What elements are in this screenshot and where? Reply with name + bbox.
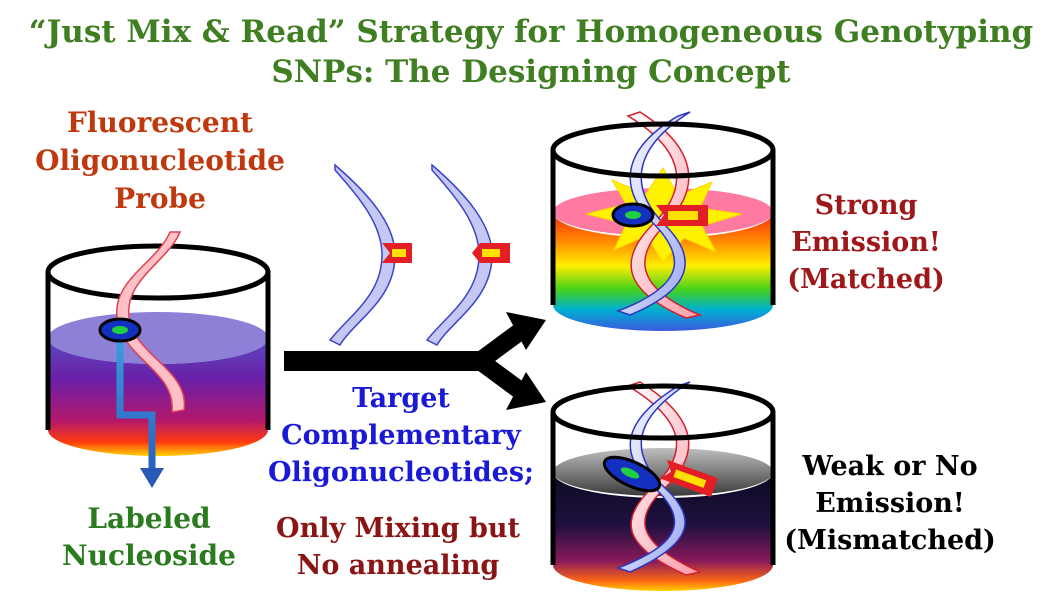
- mismatched-tag: [660, 459, 718, 497]
- matched-label-line-3: (Matched): [787, 264, 945, 295]
- target-strand-1: [328, 163, 396, 346]
- nucleoside-label-line-2: Nucleoside: [62, 539, 236, 572]
- mix-arrow-head-up: [506, 312, 546, 350]
- matched-beaker-liquid: [553, 212, 773, 331]
- matched-beaker: [550, 111, 776, 331]
- title-line-1: “Just Mix & Read” Strategy for Homogeneo…: [29, 14, 1033, 50]
- matched-label: Strong Emission! (Matched): [787, 190, 945, 295]
- probe-label: Fluorescent Oligonucleotide Probe: [35, 106, 285, 215]
- target-label-line-1: Target: [352, 383, 450, 414]
- title-line-2: SNPs: The Designing Concept: [271, 54, 791, 90]
- mix-arrow: [284, 312, 546, 410]
- left-beaker-liquid: [48, 338, 268, 456]
- target-label-line-2: Complementary: [281, 420, 522, 451]
- probe-label-line-3: Probe: [114, 182, 206, 215]
- mixing-label: Only Mixing but No annealing: [276, 513, 520, 581]
- probe-label-line-1: Fluorescent: [67, 106, 253, 139]
- matched-label-line-1: Strong: [815, 190, 918, 221]
- left-beaker: [45, 231, 271, 488]
- probe-strand: [115, 231, 186, 413]
- nucleoside-pointer-arrowhead: [140, 468, 164, 488]
- probe-label-line-2: Oligonucleotide: [35, 144, 285, 177]
- target-label: Target Complementary Oligonucleotides;: [268, 383, 534, 488]
- target-strand-2: [425, 163, 493, 346]
- mixing-label-line-2: No annealing: [297, 550, 500, 581]
- mismatched-beaker: [550, 381, 776, 591]
- mix-arrow-shaft: [284, 351, 489, 371]
- mix-arrow-head-down: [506, 372, 546, 410]
- mismatched-label-line-1: Weak or No: [801, 451, 977, 482]
- mismatched-label-line-3: (Mismatched): [784, 525, 996, 556]
- mismatched-beaker-liquid: [553, 472, 773, 591]
- nucleoside-label: Labeled Nucleoside: [62, 502, 236, 572]
- mismatched-label: Weak or No Emission! (Mismatched): [784, 451, 996, 556]
- target-label-line-3: Oligonucleotides;: [268, 457, 534, 488]
- matched-label-line-2: Emission!: [791, 227, 941, 258]
- target-strands: [328, 163, 510, 346]
- nucleoside-pointer-line: [116, 330, 156, 472]
- mismatched-label-line-2: Emission!: [815, 488, 965, 519]
- nucleoside-label-line-1: Labeled: [87, 502, 210, 535]
- mixing-label-line-1: Only Mixing but: [276, 513, 520, 544]
- left-beaker-liquid-surface: [48, 312, 268, 364]
